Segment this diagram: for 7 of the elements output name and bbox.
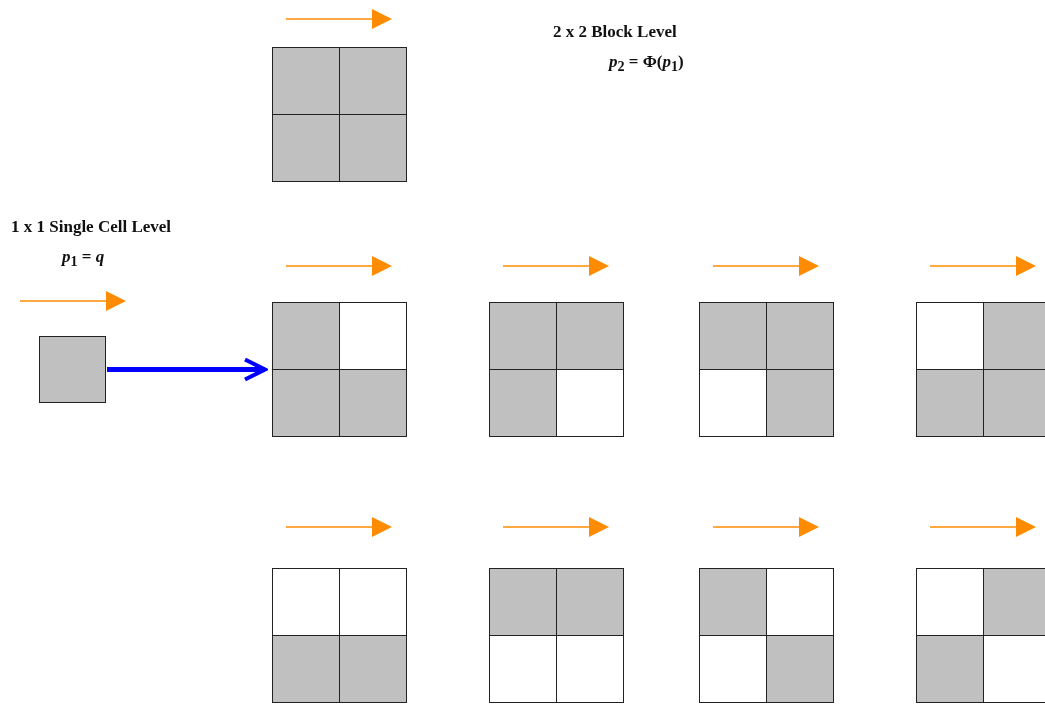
- grid-block: [272, 302, 407, 437]
- level-heading: 1 x 1 Single Cell Level: [11, 217, 172, 237]
- single-cell: [39, 336, 106, 403]
- arrow: [107, 357, 267, 382]
- formula: p$_{1}$ = q: [62, 247, 105, 271]
- level-heading: 2 x 2 Block Level: [553, 22, 677, 42]
- formula: p$_{2}$ = Φ(p$_{1}$): [609, 52, 684, 76]
